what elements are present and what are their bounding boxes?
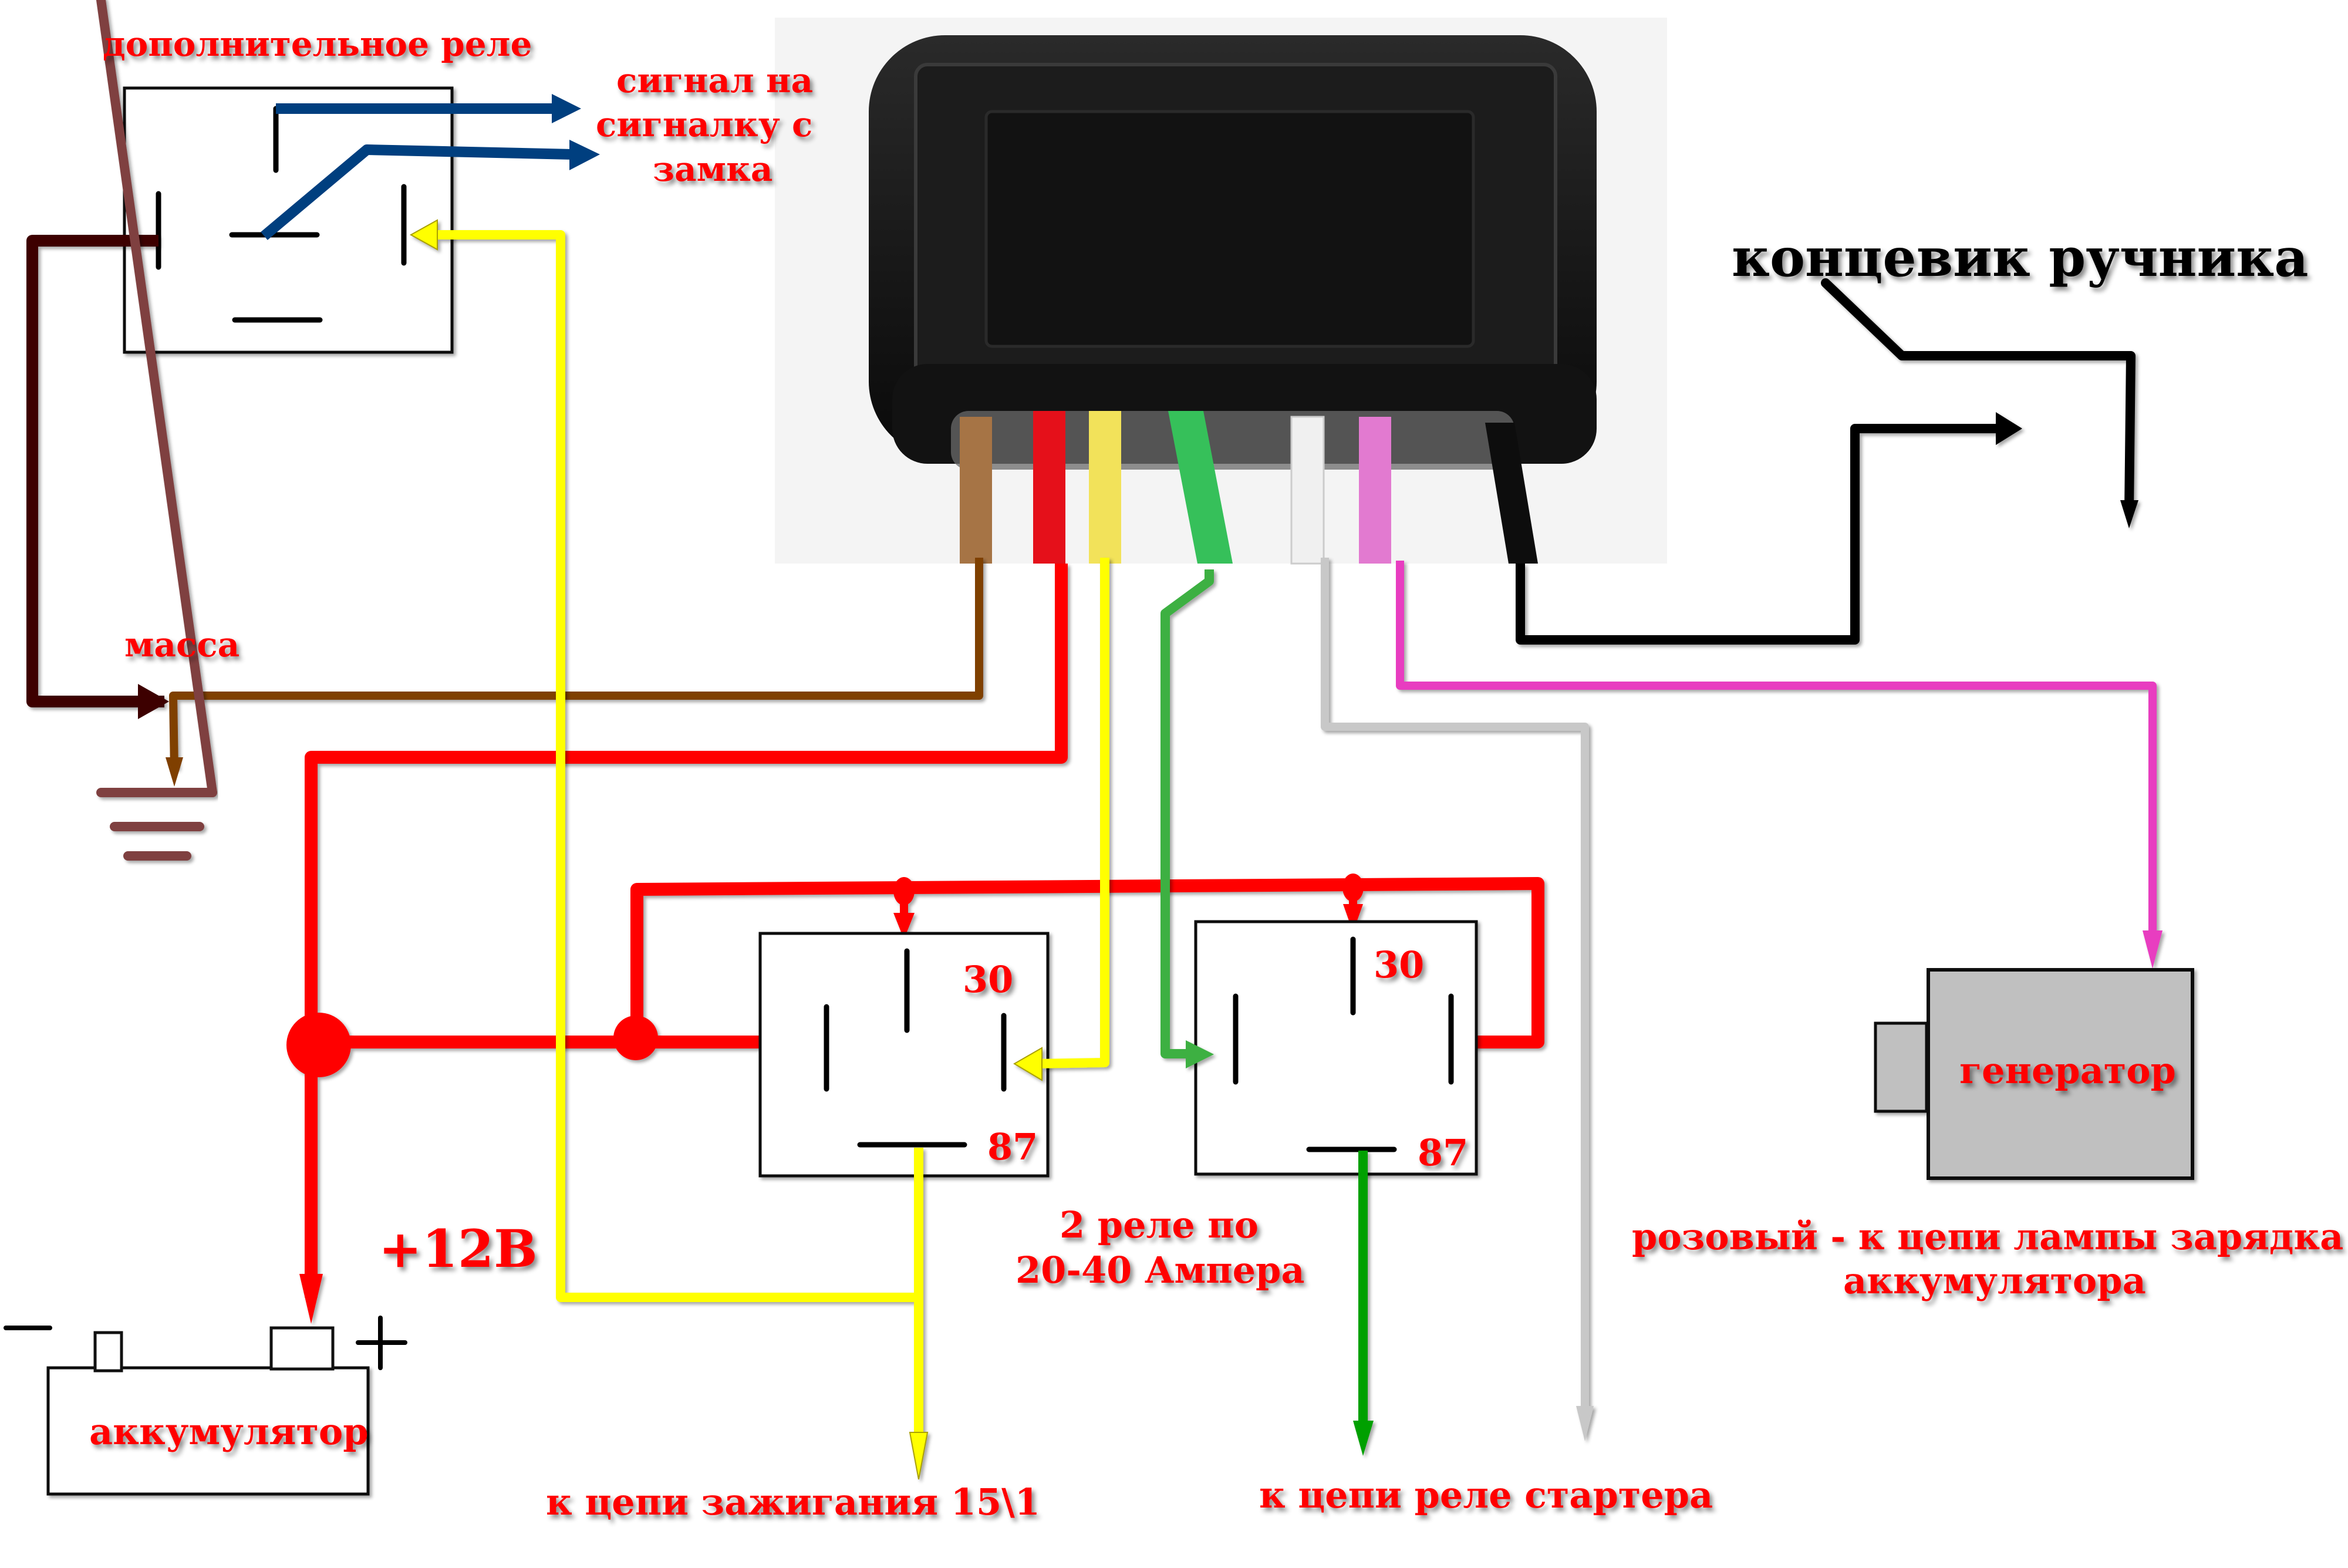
module-wires xyxy=(960,411,1538,565)
wire-green xyxy=(1168,411,1233,564)
red-wiring xyxy=(286,564,1544,1324)
relay-starter: 30 87 xyxy=(1194,920,1478,1176)
relay-starter-pin-30: 30 xyxy=(1374,943,1424,986)
blue-arrow-2 xyxy=(569,140,600,170)
white-wiring xyxy=(1321,558,1594,1441)
yellow-wiring xyxy=(409,219,1109,1480)
relay-ignition-pin-87: 87 xyxy=(987,1125,1038,1168)
battery-plus-arrow xyxy=(299,1274,323,1324)
generator-body xyxy=(1927,968,2194,1180)
wire-red xyxy=(1033,411,1065,564)
ground-symbol xyxy=(96,0,217,861)
wire-pink xyxy=(1359,417,1391,564)
extra-relay xyxy=(123,86,600,354)
relay-ignition: 30 87 xyxy=(758,932,1050,1178)
handbrake-switch xyxy=(1516,278,2138,645)
dark-brown-arrow xyxy=(138,684,169,719)
label-signal-line3: замка xyxy=(653,149,772,189)
brown-wire xyxy=(169,558,983,770)
battery xyxy=(4,1316,407,1496)
label-ignition-circuit: к цепи зажигания 15\1 xyxy=(546,1481,1040,1523)
battery-neg-terminal xyxy=(93,1331,123,1373)
relay-starter-pin-87: 87 xyxy=(1418,1131,1468,1174)
blue-arrow-1 xyxy=(552,94,581,123)
wire-brown xyxy=(960,417,992,564)
label-signal-line1: сигнал на xyxy=(616,60,813,100)
ignition-arrow xyxy=(909,1432,929,1480)
generator-pulley xyxy=(1874,1021,1928,1113)
label-pink-note-line2: аккумулятора xyxy=(1843,1259,2146,1302)
brown-ground-arrow xyxy=(166,757,183,787)
blue-wire-2 xyxy=(261,144,573,240)
battery-pos-terminal xyxy=(269,1326,335,1371)
label-generator: генератор xyxy=(1959,1049,2176,1092)
junction-30-right xyxy=(1342,874,1364,902)
label-handbrake-switch: концевик ручника xyxy=(1732,227,2309,289)
wire-white xyxy=(1290,416,1325,565)
starter-arrow xyxy=(1353,1421,1374,1456)
label-pink-note-line1: розовый - к цепи лампы зарядка xyxy=(1632,1215,2343,1258)
wire-black xyxy=(1485,423,1538,564)
label-plus12v: +12В xyxy=(379,1218,538,1279)
label-ground: масса xyxy=(124,625,239,665)
label-battery: аккумулятор xyxy=(89,1410,369,1453)
control-module xyxy=(775,18,1667,565)
label-extra-relay: дополнительное реле xyxy=(103,24,532,64)
plus-icon xyxy=(356,1316,407,1370)
wire-yellow xyxy=(1089,411,1121,564)
pink-wiring xyxy=(1396,561,2163,969)
dark-brown-wire xyxy=(26,235,164,707)
generator xyxy=(1874,968,2194,1180)
label-relays-note-line1: 2 реле по xyxy=(1060,1203,1259,1246)
junction-secondary xyxy=(613,1016,658,1060)
junction-main xyxy=(286,1013,351,1077)
label-signal-line2: сигналку с xyxy=(596,104,812,144)
green-wiring xyxy=(1160,569,1374,1456)
label-relays-note-line2: 20-40 Ампера xyxy=(1016,1249,1305,1292)
relay-ignition-pin-30: 30 xyxy=(963,958,1013,1001)
label-starter-relay-circuit: к цепи реле стартера xyxy=(1259,1473,1713,1516)
module-lid-inner xyxy=(984,110,1475,348)
junction-30-left xyxy=(893,877,915,905)
